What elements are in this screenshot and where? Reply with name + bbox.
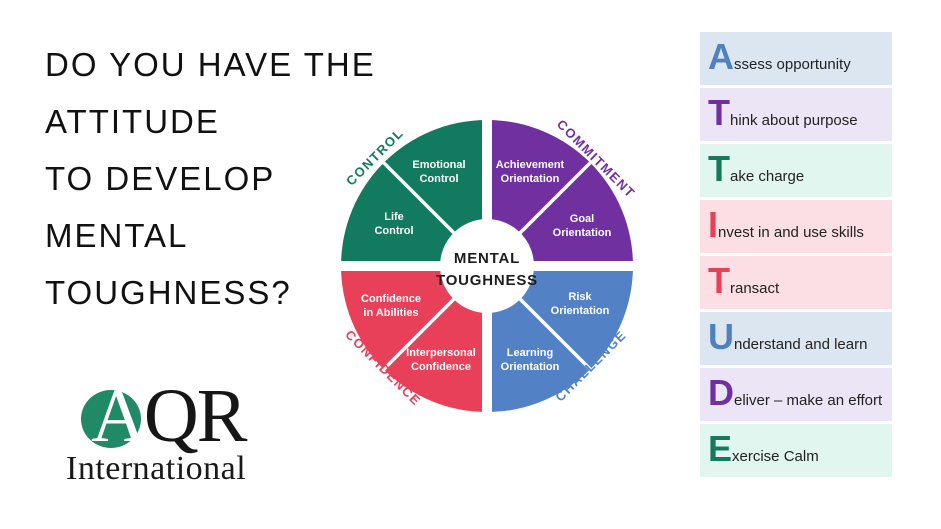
segment-learning-line2: Orientation [501, 361, 560, 373]
globe-icon [81, 390, 141, 448]
logo-rest: QR [143, 374, 248, 458]
segment-interpersonal-line2: Confidence [411, 361, 471, 373]
wheel-svg: Emotional Control Life Control Achieveme… [337, 116, 638, 416]
attitude-text: ransact [730, 280, 780, 297]
attitude-initial: T [708, 148, 730, 189]
attitude-initial: U [708, 316, 734, 357]
logo-initial: A [91, 374, 146, 458]
attitude-text: hink about purpose [730, 112, 858, 129]
attitude-text: nderstand and learn [734, 336, 868, 353]
title-line-1: DO YOU HAVE THE [45, 46, 376, 83]
attitude-text: ssess opportunity [734, 56, 851, 73]
attitude-initial: I [708, 204, 719, 245]
segment-emotional-control-line1: Emotional [412, 159, 465, 171]
attitude-initial: T [708, 260, 730, 301]
segment-confidence-abilities-line1: Confidence [361, 293, 421, 305]
segment-risk-line2: Orientation [551, 305, 610, 317]
attitude-text: eliver – make an effort [734, 392, 883, 409]
segment-achievement-line2: Orientation [501, 173, 560, 185]
attitude-initial: D [708, 372, 734, 413]
title-line-4: MENTAL [45, 217, 189, 254]
segment-achievement-line1: Achievement [496, 159, 565, 171]
segment-goal-line2: Orientation [553, 227, 612, 239]
segment-interpersonal-line1: Interpersonal [406, 347, 476, 359]
wheel-center-line1: MENTAL [454, 250, 520, 267]
wheel-center-circle [440, 219, 534, 313]
title-line-5: TOUGHNESS? [45, 274, 292, 311]
attitude-initial: T [708, 92, 730, 133]
attitude-initial: A [708, 36, 734, 77]
segment-emotional-control-line2: Control [419, 173, 458, 185]
attitude-text: xercise Calm [732, 448, 819, 465]
logo-subtitle: International [66, 450, 247, 487]
mental-toughness-wheel: Emotional Control Life Control Achieveme… [337, 116, 638, 416]
segment-learning-line1: Learning [507, 347, 553, 359]
title-line-3: TO DEVELOP [45, 160, 276, 197]
wheel-center-line2: TOUGHNESS [436, 272, 538, 289]
attitude-text: nvest in and use skills [718, 224, 864, 241]
attitude-initial: E [708, 428, 733, 469]
logo-text: AQR [91, 378, 247, 454]
segment-life-control-line1: Life [384, 211, 404, 223]
segment-risk-line1: Risk [568, 291, 592, 303]
segment-confidence-abilities-line2: in Abilities [363, 307, 418, 319]
segment-life-control-line2: Control [374, 225, 413, 237]
title-line-2: ATTITUDE [45, 103, 220, 140]
aqr-logo: AQR International [60, 378, 280, 503]
attitude-text: ake charge [730, 168, 805, 185]
segment-goal-line1: Goal [570, 213, 594, 225]
page-title: DO YOU HAVE THE ATTITUDE TO DEVELOP MENT… [45, 36, 415, 321]
